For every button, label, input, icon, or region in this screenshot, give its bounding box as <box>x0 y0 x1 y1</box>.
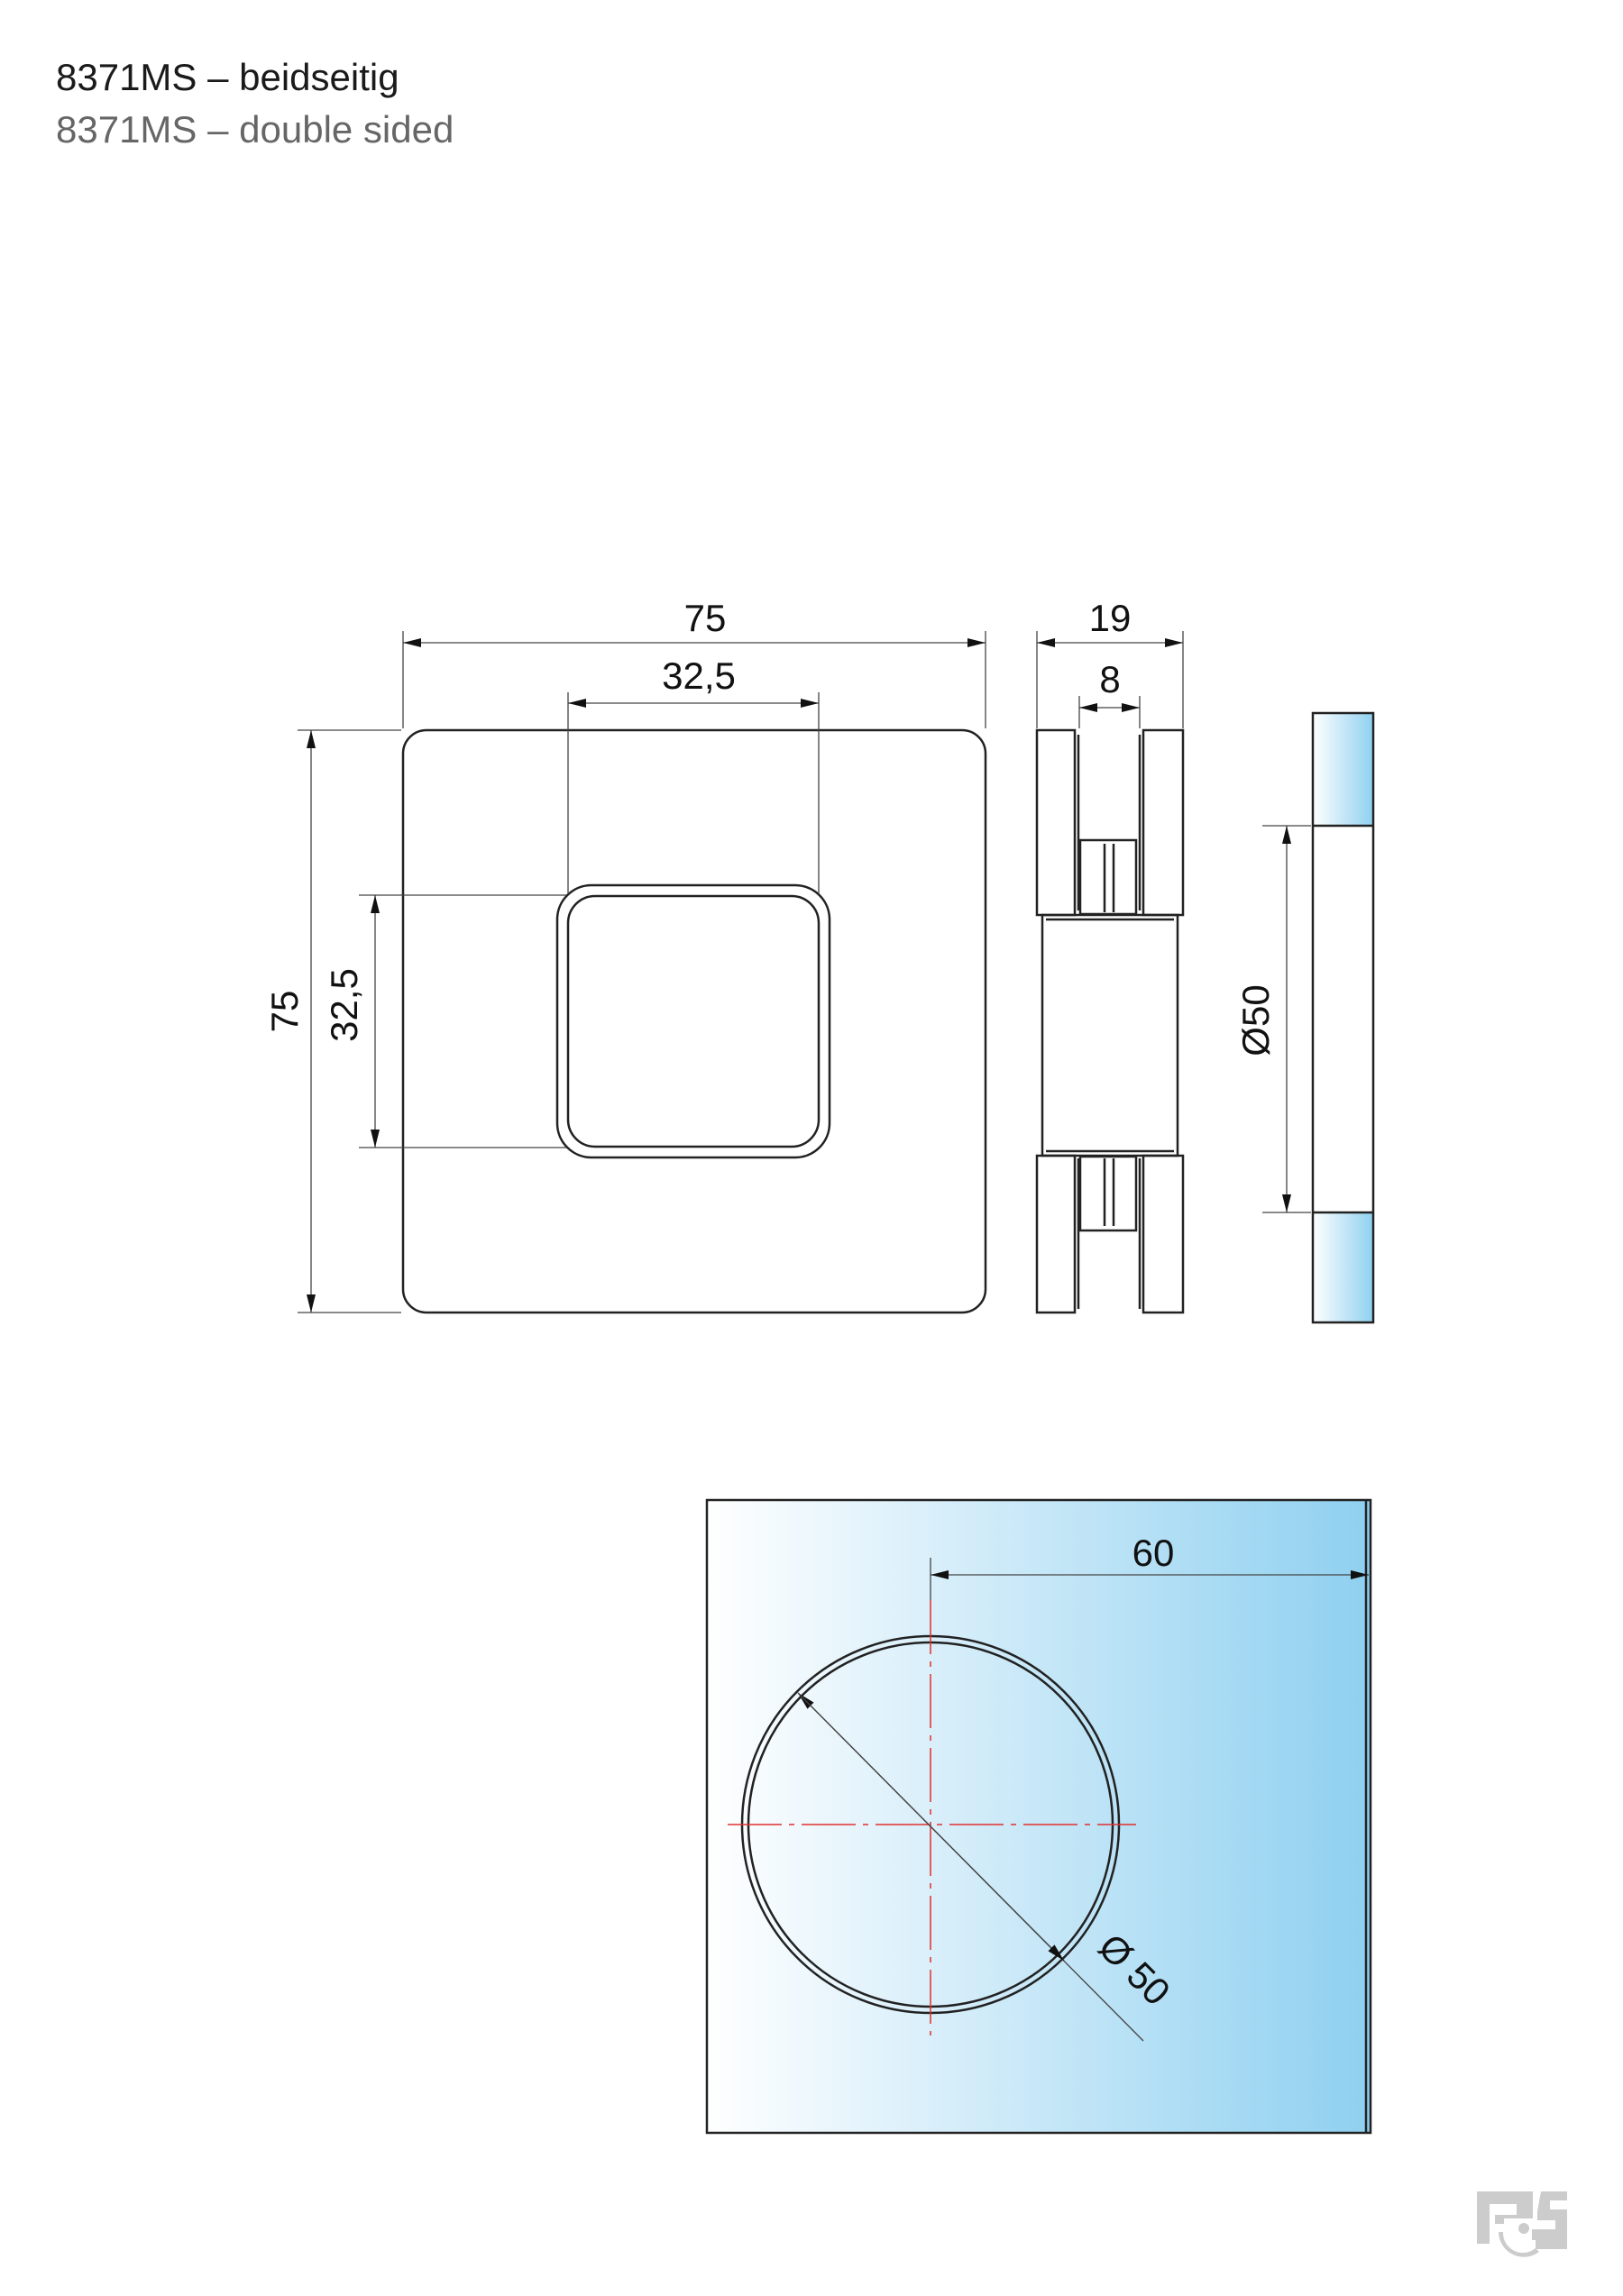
edge-distance-label: 60 <box>1132 1532 1175 1574</box>
front-view: 75 32,5 75 32,5 <box>263 597 987 1314</box>
cover-plate <box>401 728 987 1314</box>
glass-edge-view: Ø50 <box>1234 711 1375 1324</box>
title-english: 8371MS – double sided <box>56 108 454 151</box>
title-german: 8371MS – beidseitig <box>56 56 399 98</box>
glass-section-bottom <box>1313 1212 1373 1322</box>
gap-label: 8 <box>1099 658 1120 700</box>
inner-width-label: 32,5 <box>662 654 736 697</box>
inner-height-label: 32,5 <box>323 968 365 1042</box>
ps-logo <box>1477 2191 1567 2257</box>
inner-square-outer <box>555 883 831 1159</box>
side-view: 19 8 <box>1035 597 1185 1314</box>
height-label: 75 <box>263 991 306 1033</box>
glass-panel <box>707 1500 1371 2133</box>
glass-cutout-view: 60 Ø 50 <box>705 1498 1372 2135</box>
glass-section-top <box>1313 713 1373 826</box>
depth-label: 19 <box>1089 597 1132 639</box>
inner-square-inner <box>566 894 821 1148</box>
width-label: 75 <box>684 597 727 639</box>
edge-diameter-label: Ø50 <box>1234 984 1277 1056</box>
